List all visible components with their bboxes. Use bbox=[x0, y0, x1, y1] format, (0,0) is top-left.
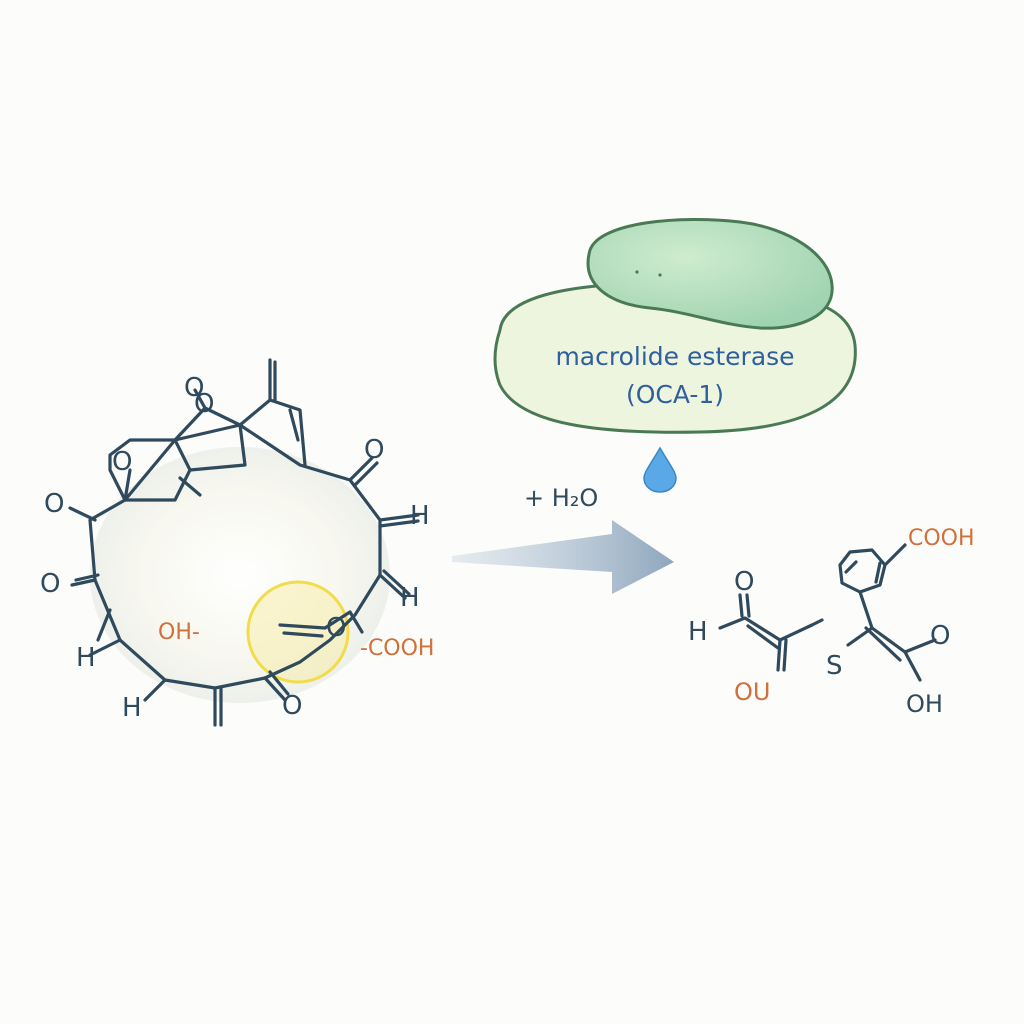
substrate-molecule: O O O O O O O O H H H H bbox=[40, 358, 430, 727]
water-drop-icon bbox=[643, 446, 677, 493]
enzyme-name: macrolide esterase bbox=[555, 342, 795, 371]
atom-label: H bbox=[410, 501, 430, 531]
atom-label: O bbox=[44, 489, 64, 519]
atom-label: O bbox=[282, 691, 302, 721]
product-right: S O bbox=[826, 543, 950, 682]
ester-highlight bbox=[246, 580, 350, 684]
atom-label: O bbox=[734, 567, 754, 597]
reagent-label: + H₂O bbox=[524, 484, 599, 512]
atom-label: H bbox=[400, 583, 420, 613]
product-ou-label: OU bbox=[734, 678, 771, 706]
atom-label: S bbox=[826, 651, 843, 681]
product-cooh-label: COOH bbox=[908, 526, 975, 551]
atom-label: O bbox=[184, 373, 204, 403]
product-left: O H bbox=[688, 567, 824, 672]
atom-label: O bbox=[364, 435, 384, 465]
atom-label: H bbox=[122, 693, 142, 723]
atom-label: O bbox=[112, 447, 132, 477]
atom-label: H bbox=[76, 643, 96, 673]
atom-label: O bbox=[194, 389, 214, 419]
product-oh-label: OH bbox=[906, 690, 943, 718]
atom-label: O bbox=[326, 613, 346, 643]
enzyme-code: (OCA-1) bbox=[625, 380, 725, 409]
enzyme-cap bbox=[586, 217, 834, 330]
atom-label: O bbox=[930, 621, 950, 651]
atom-label: O bbox=[40, 569, 60, 599]
substrate-oh-label: OH- bbox=[158, 620, 200, 645]
reaction-arrow-icon bbox=[452, 520, 674, 594]
substrate-cooh-label: -COOH bbox=[360, 636, 435, 661]
enzyme-illustration bbox=[493, 217, 857, 434]
atom-label: H bbox=[688, 617, 708, 647]
